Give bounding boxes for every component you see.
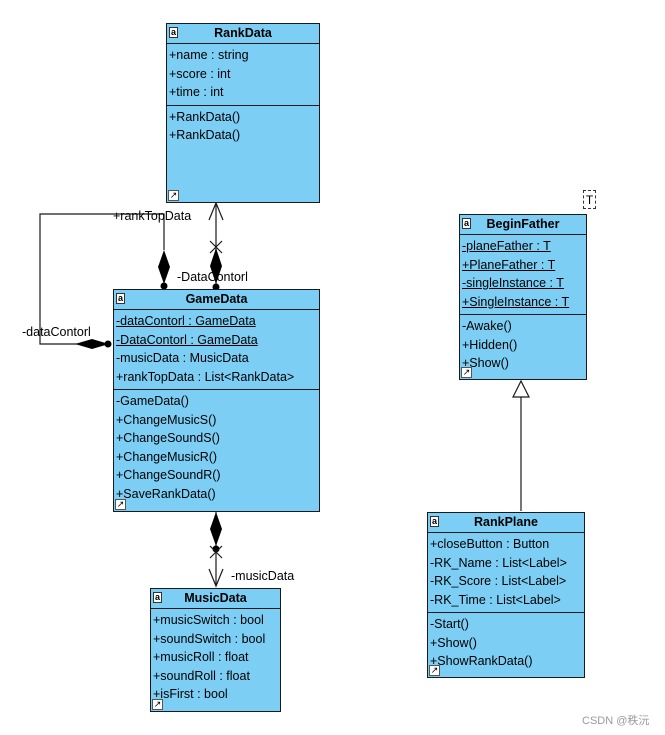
methods-section: -GameData() +ChangeMusicS() +ChangeSound…	[114, 390, 319, 506]
class-header: a MusicData	[151, 589, 280, 609]
attribute: +score : int	[169, 66, 231, 81]
class-icon: a	[169, 27, 178, 38]
attribute: -DataContorl : GameData	[116, 332, 258, 347]
shortcut-icon: ↗	[168, 190, 179, 201]
label-rank-top-data: +rankTopData	[113, 209, 192, 223]
attribute: +musicRoll : float	[153, 650, 249, 664]
method: +ChangeMusicR()	[116, 449, 218, 464]
class-name: RankPlane	[474, 515, 538, 529]
arrowhead-musicdata	[208, 568, 224, 588]
attribute: -RK_Score : List<Label>	[430, 574, 567, 588]
watermark: CSDN @秩沅	[582, 715, 650, 727]
attribute: -singleInstance : T	[462, 276, 564, 290]
class-beginfather[interactable]: a BeginFather -planeFather : T +PlaneFat…	[459, 214, 587, 380]
attribute: +name : string	[169, 48, 249, 62]
attribute: +isFirst : bool	[153, 687, 228, 701]
composition-diamond-datacontorl	[210, 248, 222, 284]
attribute: +closeButton : Button	[430, 537, 550, 551]
class-icon: a	[153, 592, 162, 603]
class-name: BeginFather	[486, 217, 560, 231]
class-rankplane[interactable]: a RankPlane +closeButton : Button -RK_Na…	[427, 512, 585, 678]
method: +SaveRankData()	[116, 486, 216, 501]
methods-section: +RankData() +RankData()	[167, 106, 319, 148]
shortcut-icon: ↗	[152, 699, 163, 710]
method: +RankData()	[169, 109, 241, 124]
attribute: +PlaneFather : T	[462, 257, 556, 272]
attribute: +time : int	[169, 85, 224, 99]
attribute: -planeFather : T	[462, 239, 551, 253]
attribute: -dataContorl : GameData	[116, 314, 256, 328]
method: +RankData()	[169, 128, 241, 142]
attributes-section: -planeFather : T +PlaneFather : T -singl…	[460, 235, 586, 315]
end-dot-self	[104, 340, 112, 348]
class-name: MusicData	[184, 591, 247, 605]
method: +Show()	[430, 635, 477, 650]
attribute: -RK_Name : List<Label>	[430, 555, 567, 570]
attribute: +soundSwitch : bool	[153, 631, 266, 646]
method: +ChangeSoundS()	[116, 431, 220, 445]
method: +ChangeSoundR()	[116, 468, 221, 482]
label-data-contorl-upper: -DataContorl	[177, 270, 248, 284]
attributes-section: +name : string +score : int +time : int	[167, 44, 319, 106]
class-icon: a	[462, 218, 471, 229]
composition-diamond-ranktop	[158, 250, 170, 284]
attribute: +SingleInstance : T	[462, 294, 570, 309]
method: -Start()	[430, 617, 469, 631]
non-navigable-x-lower	[209, 545, 223, 559]
class-header: a BeginFather	[460, 215, 586, 235]
class-gamedata[interactable]: a GameData -dataContorl : GameData -Data…	[113, 289, 320, 512]
shortcut-icon: ↗	[115, 499, 126, 510]
non-navigable-x-upper	[209, 240, 223, 254]
attribute: +musicSwitch : bool	[153, 613, 264, 627]
class-header: a GameData	[114, 290, 319, 310]
self-association-line	[39, 213, 165, 345]
class-header: a RankPlane	[428, 513, 584, 533]
shortcut-icon: ↗	[461, 367, 472, 378]
arrowhead-rankdata	[208, 201, 224, 221]
method: +ChangeMusicS()	[116, 412, 217, 427]
class-header: a RankData	[167, 24, 319, 44]
method: -GameData()	[116, 394, 189, 408]
attribute: +soundRoll : float	[153, 668, 250, 683]
label-music-data: -musicData	[231, 569, 295, 583]
methods-section: -Awake() +Hidden() +Show()	[460, 315, 586, 376]
class-icon: a	[430, 516, 439, 527]
attribute: +rankTopData : List<RankData>	[116, 369, 295, 384]
class-rankdata[interactable]: a RankData +name : string +score : int +…	[166, 23, 320, 203]
generalization-triangle	[512, 379, 530, 398]
class-name: RankData	[214, 26, 272, 40]
attribute: -musicData : MusicData	[116, 351, 249, 365]
end-dot-datacontorl	[212, 283, 220, 291]
method: -Awake()	[462, 319, 512, 333]
shortcut-icon: ↗	[429, 665, 440, 676]
attribute: -RK_Time : List<Label>	[430, 592, 561, 607]
attributes-section: +musicSwitch : bool +soundSwitch : bool …	[151, 609, 280, 707]
class-name: GameData	[185, 292, 248, 306]
end-dot-ranktop	[160, 282, 168, 290]
attributes-section: -dataContorl : GameData -DataContorl : G…	[114, 310, 319, 390]
class-icon: a	[116, 293, 125, 304]
method: +Show()	[462, 356, 509, 370]
composition-diamond-musicdata	[210, 512, 222, 546]
attributes-section: +closeButton : Button -RK_Name : List<La…	[428, 533, 584, 613]
methods-section: -Start() +Show() +ShowRankData()	[428, 613, 584, 674]
composition-diamond-self	[75, 339, 109, 349]
method: +Hidden()	[462, 337, 518, 352]
template-parameter: T	[583, 190, 596, 209]
label-data-contorl-self: -dataContorl	[22, 325, 91, 339]
class-musicdata[interactable]: a MusicData +musicSwitch : bool +soundSw…	[150, 588, 281, 712]
method: +ShowRankData()	[430, 654, 533, 668]
